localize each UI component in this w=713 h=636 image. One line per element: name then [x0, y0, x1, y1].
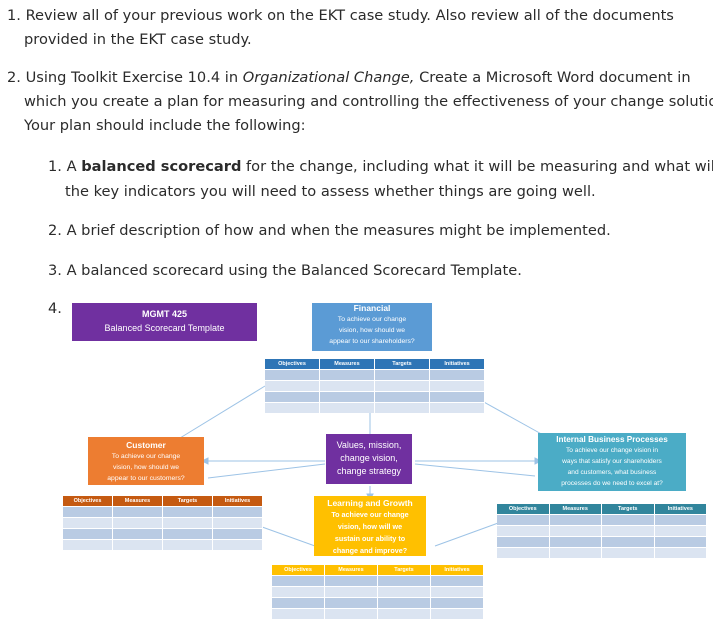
- col-objectives: Objectives: [63, 496, 113, 506]
- financial-text-1: To achieve our change: [337, 316, 407, 323]
- sub-item-1-end: for the change, including what it will b…: [241, 158, 713, 175]
- course-title: MGMT 425: [141, 309, 187, 319]
- learning-grid-header: Objectives Measures Targets Initiatives: [272, 565, 484, 575]
- grid-row: [63, 539, 263, 550]
- learning-grid: Objectives Measures Targets Initiatives: [272, 565, 484, 619]
- internal-processes-box: Internal Business Processes To achieve o…: [538, 433, 686, 491]
- grid-row: [63, 528, 263, 539]
- customer-title: Customer: [126, 440, 166, 450]
- sub-item-1-line-1: 1. A balanced scorecard for the change, …: [48, 155, 713, 179]
- financial-title: Financial: [353, 303, 391, 313]
- center-text-2: change vision,: [340, 453, 398, 463]
- col-initiatives: Initiatives: [655, 504, 707, 514]
- customer-box: Customer To achieve our change vision, h…: [88, 437, 204, 485]
- sub-item-2: 2. A brief description of how and when t…: [48, 222, 611, 239]
- col-measures: Measures: [550, 504, 602, 514]
- scorecard-title-box: MGMT 425 Balanced Scorecard Template: [72, 303, 257, 341]
- financial-grid-header: Objectives Measures Targets Initiatives: [265, 359, 485, 369]
- learning-text-4: change and improve?: [332, 546, 408, 555]
- grid-row: [497, 514, 707, 525]
- col-initiatives: Initiatives: [213, 496, 263, 506]
- grid-row: [63, 506, 263, 517]
- col-targets: Targets: [378, 565, 431, 575]
- customer-text-2: vision, how should we: [112, 464, 180, 471]
- learning-text-3: sustain our ability to: [334, 534, 406, 543]
- grid-row: [272, 575, 484, 586]
- col-measures: Measures: [113, 496, 163, 506]
- customer-text-3: appear to our customers?: [107, 475, 185, 482]
- grid-row: [63, 517, 263, 528]
- sub-item-1-line-2: the key indicators you will need to asse…: [65, 183, 596, 200]
- learning-growth-box: Learning and Growth To achieve our chang…: [314, 496, 426, 556]
- grid-row: [272, 608, 484, 619]
- financial-grid: Objectives Measures Targets Initiatives: [265, 359, 485, 413]
- sub-item-4: 4.: [48, 300, 62, 317]
- balanced-scorecard-template: MGMT 425 Balanced Scorecard Template Fin…: [0, 296, 713, 636]
- customer-text-1: To achieve our change: [111, 453, 181, 460]
- center-text-3: change strategy: [336, 466, 402, 476]
- book-title: Organizational Change,: [242, 69, 415, 86]
- customer-grid-header: Objectives Measures Targets Initiatives: [63, 496, 263, 506]
- col-objectives: Objectives: [265, 359, 320, 369]
- internal-text-3: and customers, what business: [567, 469, 657, 476]
- item-1-line-2: provided in the EKT case study.: [24, 31, 252, 48]
- sub-item-1-start: 1. A: [48, 158, 82, 175]
- learning-text-2: vision, how will we: [337, 522, 403, 531]
- internal-text-4: processes do we need to excel at?: [561, 480, 663, 487]
- internal-text-1: To achieve our change vision in: [565, 447, 658, 454]
- col-objectives: Objectives: [497, 504, 550, 514]
- center-text-1: Values, mission,: [336, 440, 402, 450]
- grid-row: [497, 547, 707, 558]
- financial-box: Financial To achieve our change vision, …: [312, 303, 432, 351]
- col-measures: Measures: [320, 359, 375, 369]
- item-2-line-1: 2. Using Toolkit Exercise 10.4 in Organi…: [7, 66, 691, 90]
- sub-item-3: 3. A balanced scorecard using the Balanc…: [48, 262, 522, 279]
- learning-text-1: To achieve our change: [331, 510, 409, 519]
- customer-grid: Objectives Measures Targets Initiatives: [63, 496, 263, 550]
- internal-text-2: ways that satisfy our shareholders: [562, 458, 662, 465]
- grid-row: [497, 536, 707, 547]
- center-vision-box: Values, mission, change vision, change s…: [326, 434, 412, 484]
- col-initiatives: Initiatives: [431, 565, 484, 575]
- grid-row: [265, 369, 485, 380]
- template-title: Balanced Scorecard Template: [104, 323, 225, 333]
- financial-text-2: vision, how should we: [338, 327, 406, 334]
- item-2-line-1-end: Create a Microsoft Word document in: [414, 69, 691, 86]
- internal-grid: Objectives Measures Targets Initiatives: [497, 504, 707, 558]
- col-targets: Targets: [375, 359, 430, 369]
- col-initiatives: Initiatives: [430, 359, 485, 369]
- col-measures: Measures: [325, 565, 378, 575]
- sub-item-1-bold: balanced scorecard: [81, 158, 242, 175]
- grid-row: [265, 380, 485, 391]
- internal-title: Internal Business Processes: [556, 435, 668, 444]
- col-objectives: Objectives: [272, 565, 325, 575]
- learning-title: Learning and Growth: [327, 498, 413, 508]
- item-1-line-1: 1. Review all of your previous work on t…: [7, 7, 674, 24]
- financial-text-3: appear to our shareholders?: [329, 338, 415, 345]
- grid-row: [272, 597, 484, 608]
- item-2-line-1-start: 2. Using Toolkit Exercise 10.4 in: [7, 69, 243, 86]
- grid-row: [272, 586, 484, 597]
- item-2-line-2: which you create a plan for measuring an…: [24, 93, 713, 110]
- grid-row: [497, 525, 707, 536]
- col-targets: Targets: [163, 496, 213, 506]
- internal-grid-header: Objectives Measures Targets Initiatives: [497, 504, 707, 514]
- grid-row: [265, 402, 485, 413]
- item-2-line-3: Your plan should include the following:: [24, 117, 306, 134]
- col-targets: Targets: [602, 504, 655, 514]
- grid-row: [265, 391, 485, 402]
